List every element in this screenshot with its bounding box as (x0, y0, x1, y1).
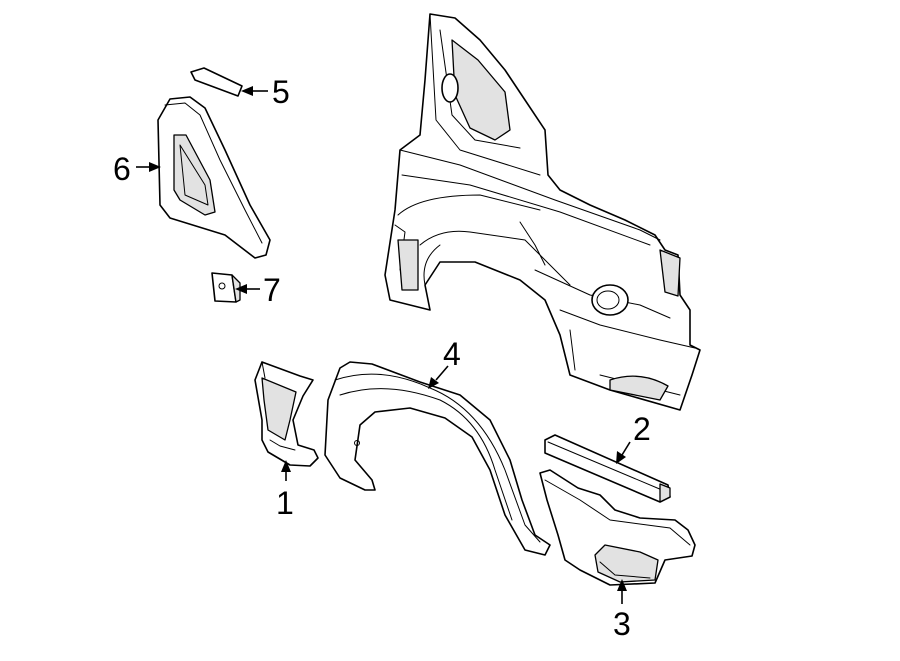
callout-2: 2 (633, 411, 651, 447)
callout-1: 1 (276, 485, 294, 521)
quarter-panel (384, 13, 701, 411)
leader-3 (617, 579, 627, 604)
part-3-lower-extension (539, 469, 696, 586)
part-4-wheel-flare (324, 361, 551, 556)
leader-6 (136, 162, 161, 172)
callout-7: 7 (263, 272, 281, 308)
part-2-rocker-strip (544, 434, 671, 503)
callout-6: 6 (113, 151, 131, 187)
leader-7 (235, 284, 260, 294)
part-5-trim-strip (190, 67, 243, 97)
part-1-shield (254, 361, 319, 467)
leader-1 (281, 460, 291, 481)
callout-3: 3 (613, 606, 631, 642)
part-6-triangle-panel (157, 96, 271, 259)
leader-4 (428, 365, 449, 389)
callout-4: 4 (443, 336, 461, 372)
part-7-clip (211, 272, 241, 303)
callout-5: 5 (272, 74, 290, 110)
leader-5 (241, 86, 268, 96)
leader-2 (616, 441, 631, 464)
